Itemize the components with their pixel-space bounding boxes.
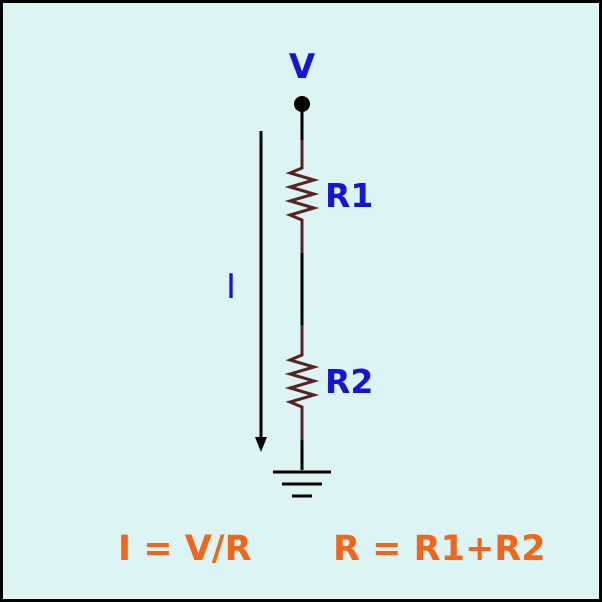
current-label: I: [226, 267, 236, 307]
resistor-r2-label: R2: [325, 362, 373, 401]
current-arrow-icon: [255, 131, 267, 452]
series-resistance-formula: R = R1+R2: [333, 529, 546, 569]
resistor-r1: [284, 140, 320, 253]
ohms-law-formula: I = V/R: [118, 529, 252, 569]
ground-symbol-icon: [273, 470, 331, 498]
voltage-node-dot-icon: [294, 96, 310, 112]
resistor-r2: [284, 325, 320, 440]
voltage-label: V: [289, 47, 316, 87]
resistor-r1-label: R1: [325, 176, 373, 215]
